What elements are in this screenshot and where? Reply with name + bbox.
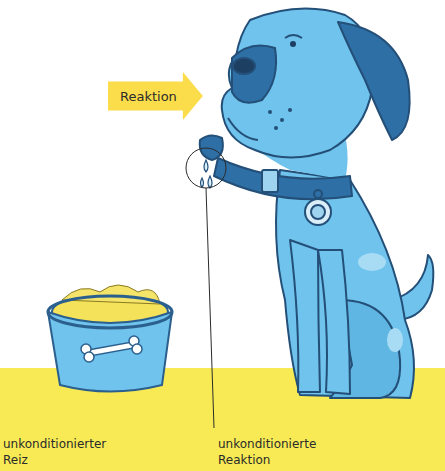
saliva-drops xyxy=(201,160,213,188)
dog xyxy=(200,9,434,398)
caption-label: unkonditionierter Reiz xyxy=(3,436,123,468)
highlight-circle xyxy=(186,148,226,188)
caption-label: unkonditionierte Reaktion xyxy=(218,436,353,468)
arrow-box: Reaktion xyxy=(108,72,203,120)
leader-line xyxy=(206,188,214,428)
arrow-fill xyxy=(108,72,203,120)
arrow-label: Reaktion xyxy=(120,89,177,104)
food-bowl xyxy=(48,285,172,392)
